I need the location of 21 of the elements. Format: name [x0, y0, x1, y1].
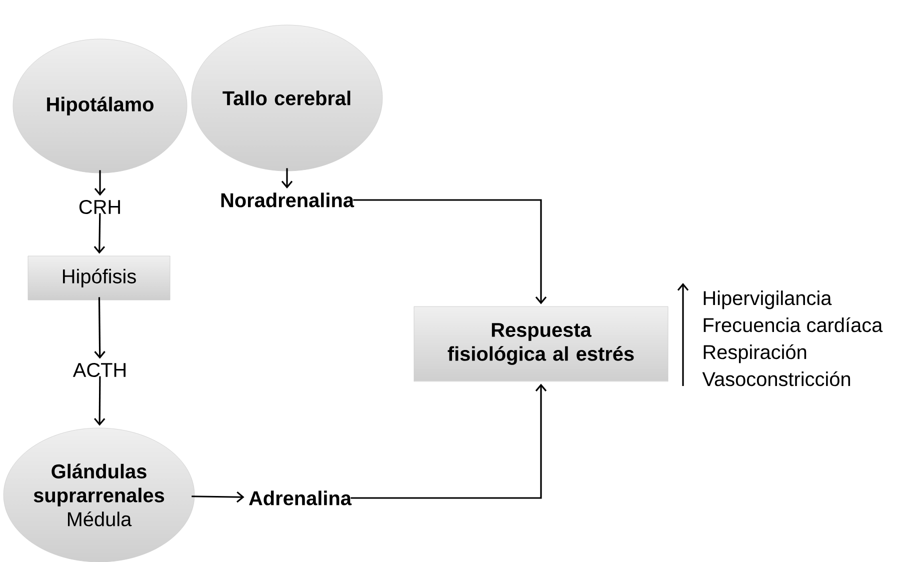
- process-box: Respuesta fisiológica al estrés: [414, 306, 668, 382]
- arrow: [94, 297, 106, 359]
- effect-label: Vasoconstricción: [702, 371, 850, 386]
- arrow: [192, 491, 244, 503]
- arrow: [353, 199, 547, 304]
- arrow: [94, 170, 106, 196]
- ellipse-node: Hipotálamo: [12, 38, 188, 174]
- node-text: Noradrenalina: [221, 192, 354, 208]
- arrow: [350, 384, 547, 499]
- node-text: CRH: [79, 200, 120, 214]
- effect-label: Respiración: [704, 344, 806, 364]
- node-text: ACTH: [72, 362, 126, 378]
- ellipse-node: Glándulas suprarrenales Médula: [3, 428, 195, 562]
- arrow: [94, 213, 106, 254]
- arrow: [281, 168, 293, 188]
- ellipse-node: Tallo cerebral: [191, 24, 383, 172]
- arrow: [94, 376, 106, 426]
- effect-label: Frecuencia cardíaca: [704, 317, 883, 332]
- node-text: Adrenalina: [249, 490, 352, 506]
- process-box: Hipófisis: [28, 256, 170, 300]
- effect-label: Hipervigilancia: [704, 290, 832, 310]
